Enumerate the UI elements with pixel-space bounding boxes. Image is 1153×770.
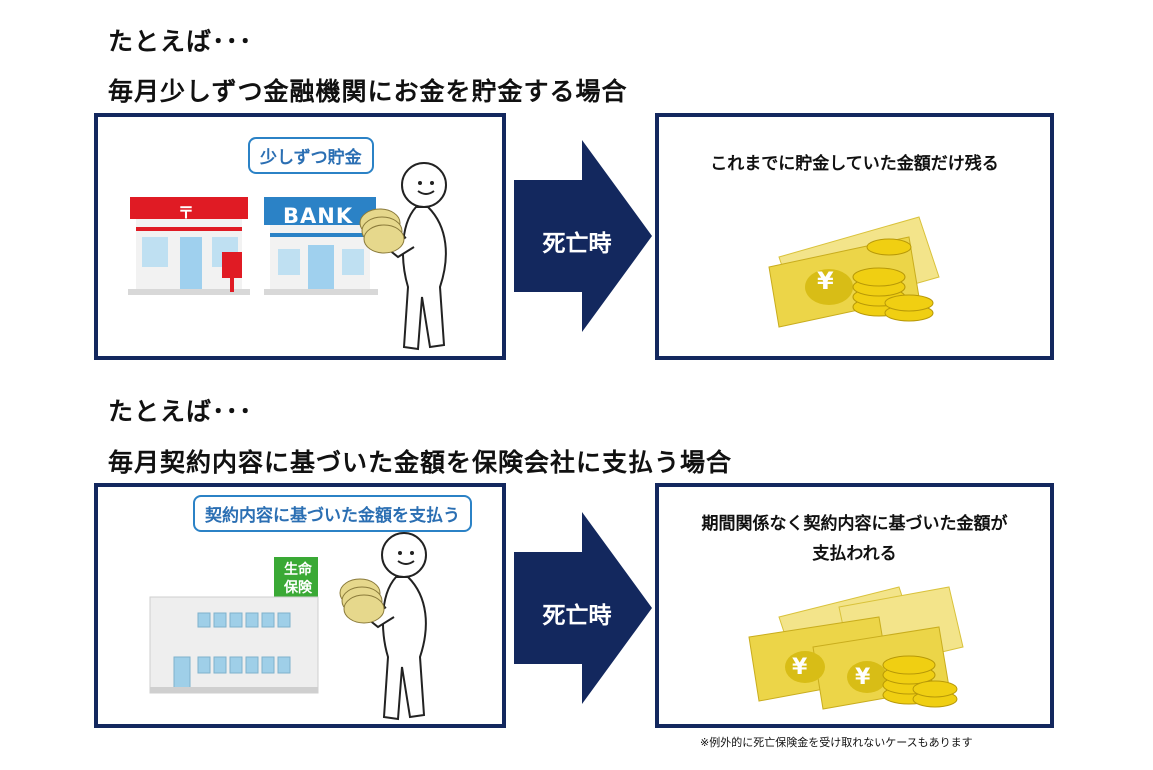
section2-intro: たとえば･･･ <box>108 397 253 426</box>
savings-panel: 〒 BANK 少しずつ貯金 <box>94 113 506 360</box>
footnote: ※例外的に死亡保険金を受け取れないケースもあります <box>700 736 973 749</box>
post-office-illustration <box>128 197 250 295</box>
arrow-label: 死亡時 <box>542 231 612 257</box>
money-stack-illustration <box>748 586 964 710</box>
bank-illustration <box>264 197 378 295</box>
speech-bubble: 契約内容に基づいた金額を支払う <box>193 495 472 532</box>
insurance-result-panel: 期間関係なく契約内容に基づいた金額が 支払われる ¥ ¥ <box>655 483 1054 728</box>
person-holding-money-illustration <box>359 162 447 351</box>
insurance-sign-line1: 生命 <box>284 562 312 578</box>
result-caption-line1: 期間関係なく契約内容に基づいた金額が <box>701 514 1008 534</box>
savings-result-panel: これまでに貯金していた金額だけ残る ¥ <box>655 113 1054 360</box>
result-caption: これまでに貯金していた金額だけ残る <box>710 154 999 174</box>
insurance-sign-line2: 保険 <box>284 580 312 596</box>
bank-sign: BANK <box>283 204 354 228</box>
insurance-panel: 生命 保険 契約内容に基づいた金額を支払う <box>94 483 506 728</box>
yen-symbol: ¥ <box>817 267 834 295</box>
section2-title: 毎月契約内容に基づいた金額を保険会社に支払う場合 <box>108 448 733 477</box>
section1-title: 毎月少しずつ金融機関にお金を貯金する場合 <box>108 77 628 106</box>
person-holding-money-illustration <box>339 532 427 721</box>
post-mark-label: 〒 <box>178 203 195 222</box>
arrow-right-icon <box>514 140 652 332</box>
insurance-building-illustration <box>149 557 319 694</box>
money-stack-illustration <box>768 216 940 328</box>
arrow-label: 死亡時 <box>542 603 612 629</box>
yen-symbol: ¥ <box>792 655 808 680</box>
section1-intro: たとえば･･･ <box>108 27 253 56</box>
insurance-sign: 生命 保険 <box>278 561 318 597</box>
yen-symbol: ¥ <box>855 665 871 690</box>
result-caption: 期間関係なく契約内容に基づいた金額が 支払われる <box>659 509 1050 569</box>
result-caption-line2: 支払われる <box>812 544 897 564</box>
speech-bubble: 少しずつ貯金 <box>248 137 374 174</box>
arrow-right-icon <box>514 512 652 704</box>
